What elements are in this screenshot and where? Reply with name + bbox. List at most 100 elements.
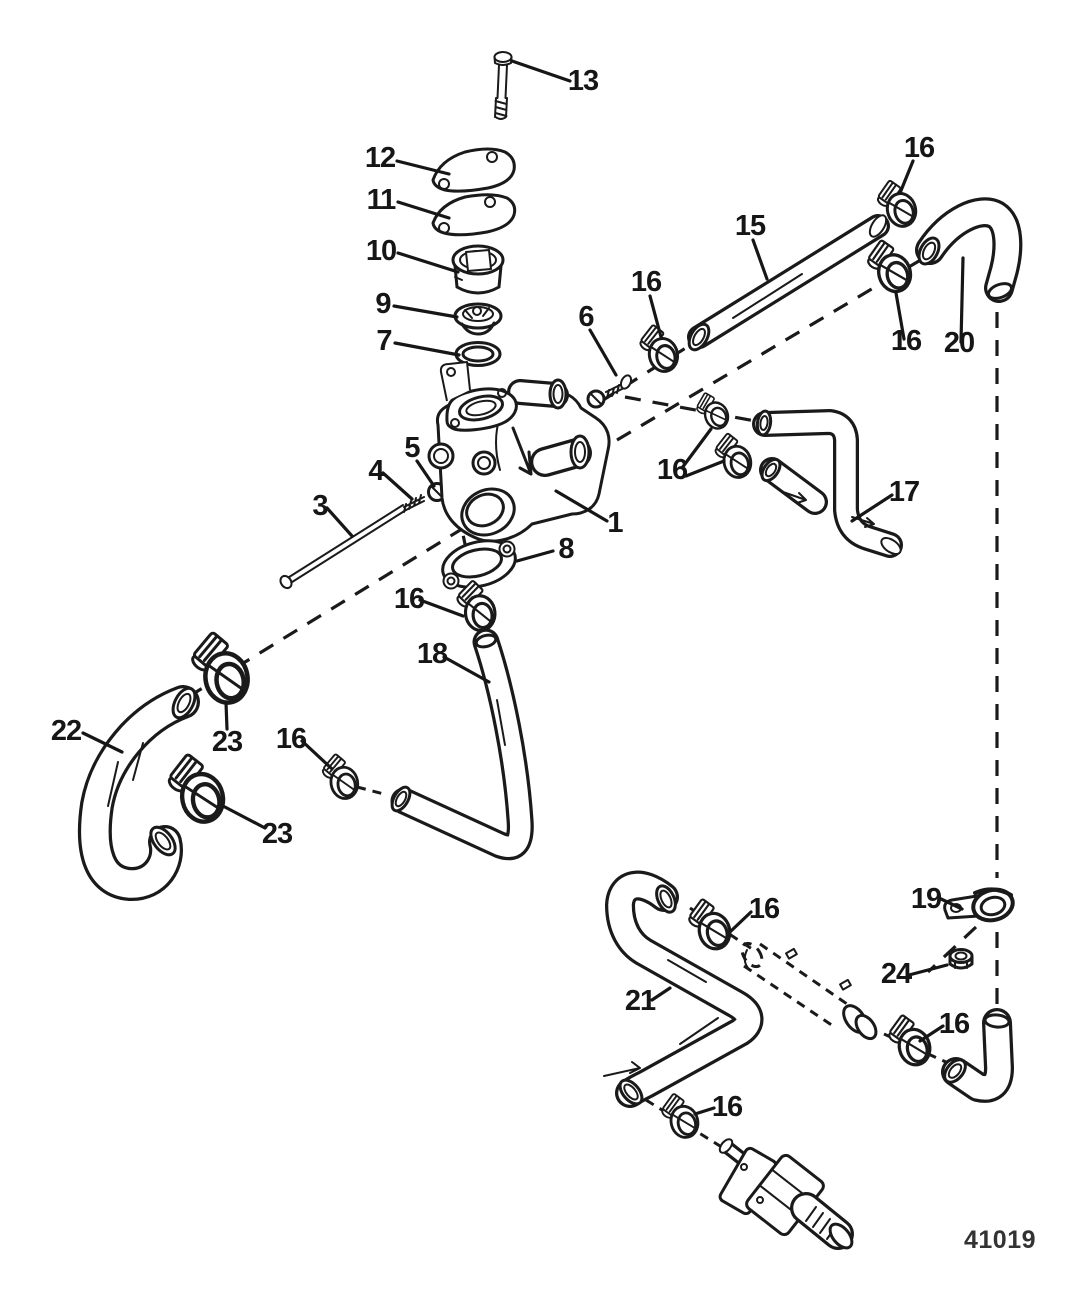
construction-line <box>926 925 978 974</box>
callout-leader-16 <box>918 1024 945 1043</box>
callout-16: 16 <box>276 723 307 755</box>
hose-21 <box>603 870 764 1108</box>
hose-clamp-16 <box>876 180 918 228</box>
callout-leader-6 <box>588 328 618 377</box>
callout-17: 17 <box>889 476 919 508</box>
callout-24: 24 <box>881 958 912 990</box>
hose-clamp-16 <box>661 1093 700 1139</box>
callout-leader-17 <box>850 493 894 523</box>
check-valve <box>740 941 878 1041</box>
callout-16: 16 <box>631 266 662 298</box>
callout-23: 23 <box>262 818 293 850</box>
stud-3 <box>279 494 425 590</box>
callout-leader-22 <box>81 731 124 754</box>
callout-7: 7 <box>376 325 391 357</box>
callout-leader-9 <box>392 304 459 319</box>
callout-leader-1 <box>554 489 609 523</box>
callout-8: 8 <box>558 533 574 565</box>
construction-line <box>624 395 756 423</box>
callout-11: 11 <box>367 184 397 216</box>
figure-number: 41019 <box>964 1226 1036 1254</box>
callout-leader-7 <box>393 341 461 357</box>
callout-leader-18 <box>442 655 491 684</box>
callout-3: 3 <box>312 490 328 522</box>
callout-21: 21 <box>625 985 656 1017</box>
hose-18 <box>390 628 534 861</box>
thermostat-9 <box>453 302 503 336</box>
construction-line <box>356 785 385 796</box>
callout-20: 20 <box>944 327 974 359</box>
callout-leader-19 <box>937 896 964 911</box>
callout-16: 16 <box>657 454 688 486</box>
callout-leader-8 <box>515 549 555 563</box>
callout-19: 19 <box>911 883 942 915</box>
callout-leader-5 <box>415 459 436 488</box>
hose-clamp-16 <box>321 753 360 800</box>
callout-13: 13 <box>568 65 599 97</box>
callout-16: 16 <box>904 132 935 164</box>
callout-10: 10 <box>366 235 396 267</box>
callout-23: 23 <box>212 726 243 758</box>
callout-leader-10 <box>396 251 460 274</box>
construction-line <box>616 256 925 442</box>
hose-clamp-16 <box>696 392 730 430</box>
callout-leader-20 <box>959 256 965 344</box>
callout-22: 22 <box>51 715 81 747</box>
hose-clamp-16 <box>639 324 680 373</box>
hose-clamp-16 <box>888 1014 932 1067</box>
callout-leader-21 <box>650 986 672 1002</box>
callout-leader-16 <box>898 159 915 195</box>
hose-clamp-23 <box>191 631 250 705</box>
gasket-11 <box>431 193 517 237</box>
callout-5: 5 <box>404 432 420 464</box>
callout-leader-3 <box>325 506 354 538</box>
callout-leader-16 <box>300 739 333 770</box>
callout-leader-16 <box>693 1106 716 1116</box>
cover-12 <box>431 147 516 193</box>
callout-15: 15 <box>735 210 766 242</box>
bolt-6 <box>586 374 633 409</box>
callout-leader-11 <box>396 200 451 220</box>
callout-leader-13 <box>510 59 572 83</box>
callout-16: 16 <box>749 893 780 925</box>
hose-clamp-16 <box>688 898 732 951</box>
callout-leader-16 <box>418 598 465 618</box>
callout-leader-15 <box>751 238 769 281</box>
callout-leader-16 <box>680 427 713 470</box>
callout-12: 12 <box>365 142 395 174</box>
construction-line <box>645 1098 721 1148</box>
callout-6: 6 <box>578 301 594 333</box>
hose-clamp-16 <box>456 580 497 632</box>
callout-leader-23 <box>221 804 267 830</box>
callout-leader-16 <box>684 459 726 478</box>
callout-leader-4 <box>381 471 414 501</box>
hose-clamp-23 <box>167 753 226 824</box>
sleeve-10 <box>451 244 505 295</box>
callout-9: 9 <box>375 288 391 320</box>
hose-22 <box>77 685 200 901</box>
p-clamp-19 <box>943 887 1015 923</box>
callout-4: 4 <box>368 455 384 487</box>
callout-18: 18 <box>417 638 448 670</box>
callout-leader-12 <box>395 159 451 176</box>
callout-1: 1 <box>607 507 623 539</box>
hose-20 <box>915 197 1023 303</box>
callout-leader-16 <box>729 910 753 933</box>
callout-16: 16 <box>394 583 425 615</box>
callout-leader-23 <box>224 701 229 731</box>
clamps-layer <box>167 180 932 1139</box>
hose-15 <box>687 214 890 352</box>
housing-1 <box>427 361 611 543</box>
callout-16: 16 <box>891 325 922 357</box>
callout-leader-16 <box>648 294 663 339</box>
callout-16: 16 <box>712 1091 743 1123</box>
callout-leader-16 <box>894 291 906 341</box>
nut-24 <box>948 948 974 970</box>
seal-7 <box>454 341 502 367</box>
pump-assembly <box>718 1138 854 1250</box>
hose-elbow-lower-right <box>941 1008 1014 1103</box>
hose-clamp-16 <box>867 239 913 294</box>
